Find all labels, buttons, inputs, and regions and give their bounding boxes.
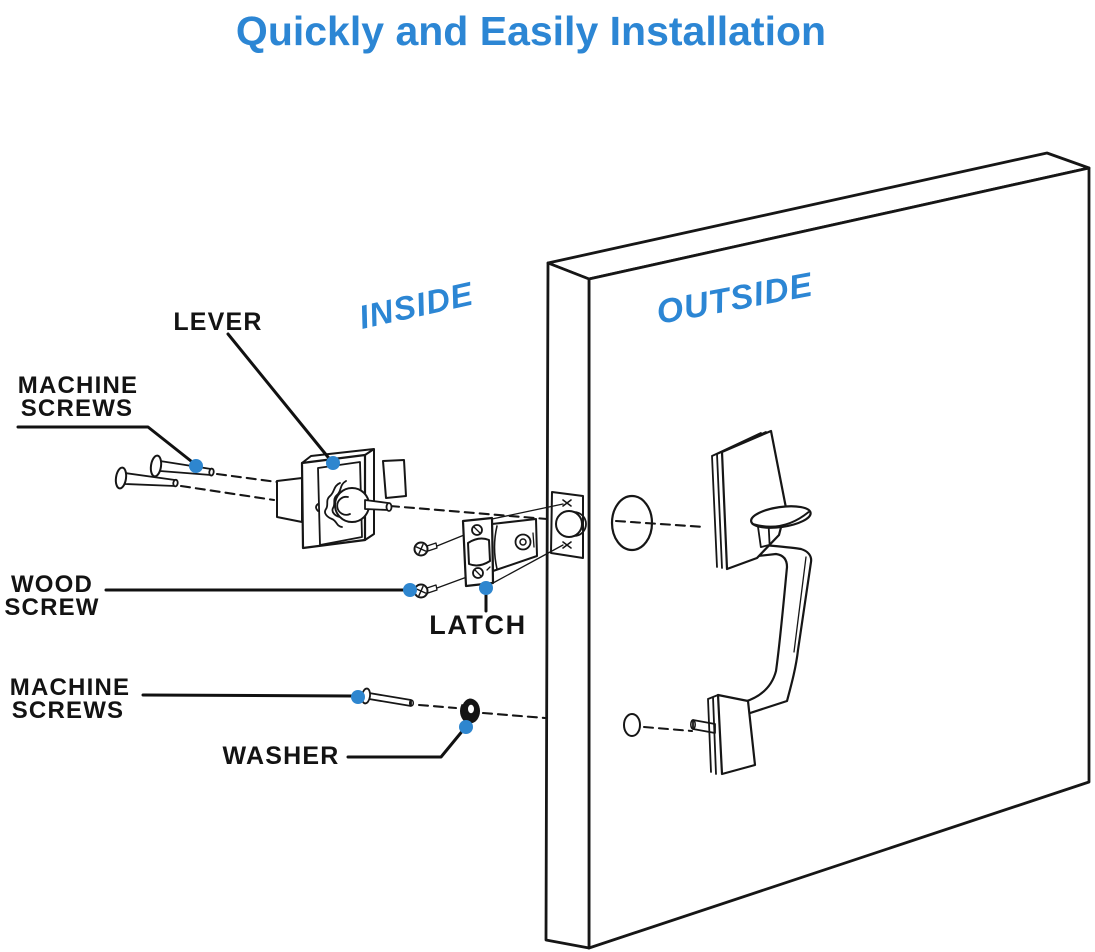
washer-guide-line bbox=[481, 711, 547, 720]
latch-callout-dot bbox=[479, 581, 493, 595]
outside-handleset bbox=[690, 429, 813, 776]
latch-body-shoulder bbox=[493, 525, 498, 570]
wood-screw-callout-dot bbox=[403, 583, 417, 597]
machine-screws-bottom-leader bbox=[141, 693, 354, 698]
latch-cam-detail bbox=[532, 532, 535, 548]
latch-bolt bbox=[467, 537, 491, 567]
machine-screw-guide-top-1 bbox=[215, 472, 279, 484]
machine-screws-top-label-line2: SCREWS bbox=[21, 395, 134, 422]
handle-bar-bevel bbox=[793, 556, 807, 653]
lever-callout-dot bbox=[326, 456, 340, 470]
machine-screw-2-tip bbox=[172, 478, 179, 488]
spindle-tip bbox=[385, 502, 393, 512]
machine-screw-3-shaft bbox=[368, 692, 412, 707]
latch-assembly bbox=[461, 516, 538, 588]
wood-screw-2-cross bbox=[415, 585, 427, 597]
machine-screw-2-head bbox=[114, 466, 128, 490]
spindle bbox=[364, 499, 389, 511]
spindle-guide-line bbox=[388, 504, 549, 521]
thumb-latch-paddle bbox=[750, 505, 812, 548]
door bbox=[544, 151, 1091, 950]
machine-screws-bottom-label-line2: SCREWS bbox=[12, 697, 125, 724]
machine-screws-top-leader bbox=[16, 425, 198, 467]
washer-hole bbox=[468, 704, 474, 714]
machine-screw-1-head bbox=[149, 454, 163, 478]
latch-cam-ring bbox=[514, 533, 532, 551]
latch-screw-slot-bottom bbox=[474, 566, 491, 577]
machine-screws-top bbox=[114, 454, 215, 490]
door-edge-face bbox=[544, 261, 591, 950]
washer bbox=[460, 696, 480, 724]
lever-leader bbox=[226, 332, 334, 464]
wood-screws bbox=[413, 541, 438, 599]
wood-screw-label-line2: SCREW bbox=[4, 594, 99, 621]
washer-callout-dot bbox=[459, 720, 473, 734]
machine-screws-bottom-callout-dot bbox=[351, 690, 365, 704]
wood-screw-label-line1: WOOD bbox=[11, 571, 93, 598]
wood-screw-1-cross bbox=[415, 543, 427, 555]
washer-leader bbox=[346, 727, 466, 759]
lever-rose-inner bbox=[317, 461, 363, 546]
machine-screw-3-tip bbox=[408, 699, 415, 707]
bottom-screw-guide-line bbox=[417, 703, 458, 710]
page-title: Quickly and Easily Installation bbox=[236, 8, 826, 54]
machine-screw-1-tip bbox=[208, 467, 215, 477]
washer-label: WASHER bbox=[223, 742, 340, 770]
callout-leaders bbox=[16, 332, 493, 759]
door-edge-bore-notch bbox=[573, 511, 587, 537]
machine-screws-bottom-label-line1: MACHINE bbox=[10, 674, 130, 701]
lever-plate-depth bbox=[301, 448, 375, 541]
handle-bottom-plate bbox=[690, 693, 757, 776]
handle-top-escutcheon bbox=[711, 429, 788, 571]
outside-handle-guide-line bbox=[614, 519, 707, 529]
wood-screw-1-shaft bbox=[426, 542, 438, 552]
lever-assembly bbox=[276, 448, 407, 550]
machine-screw-2-shaft bbox=[124, 472, 176, 487]
machine-screw-1-shaft bbox=[159, 460, 212, 476]
latch-align-line-top bbox=[491, 503, 564, 520]
bottom-post-guide-line bbox=[642, 725, 694, 733]
door-face-bolt-hole bbox=[623, 713, 641, 737]
lever-label: LEVER bbox=[173, 308, 262, 336]
machine-screws-top-label-line1: MACHINE bbox=[18, 372, 138, 399]
machine-screws-top-callout-dot bbox=[189, 459, 203, 473]
lever-rear-hub bbox=[382, 459, 407, 499]
latch-align-line-bottom bbox=[492, 544, 564, 584]
wood-screw-2-shaft bbox=[426, 584, 438, 594]
inside-label: INSIDE bbox=[356, 275, 477, 336]
screw-position-x-marks bbox=[562, 499, 572, 549]
machine-screw-bottom bbox=[361, 687, 415, 707]
lever-grip bbox=[276, 477, 303, 523]
latch-label: LATCH bbox=[429, 610, 526, 640]
latch-cam-center bbox=[519, 538, 527, 546]
machine-screw-guide-top-2 bbox=[179, 484, 276, 502]
door-front-face bbox=[587, 166, 1091, 950]
door-edge-bore-hole bbox=[555, 510, 583, 538]
latch-screw-slot-top bbox=[473, 526, 481, 534]
washer-highlight bbox=[461, 696, 470, 705]
lever-spring-mechanism bbox=[315, 480, 370, 528]
